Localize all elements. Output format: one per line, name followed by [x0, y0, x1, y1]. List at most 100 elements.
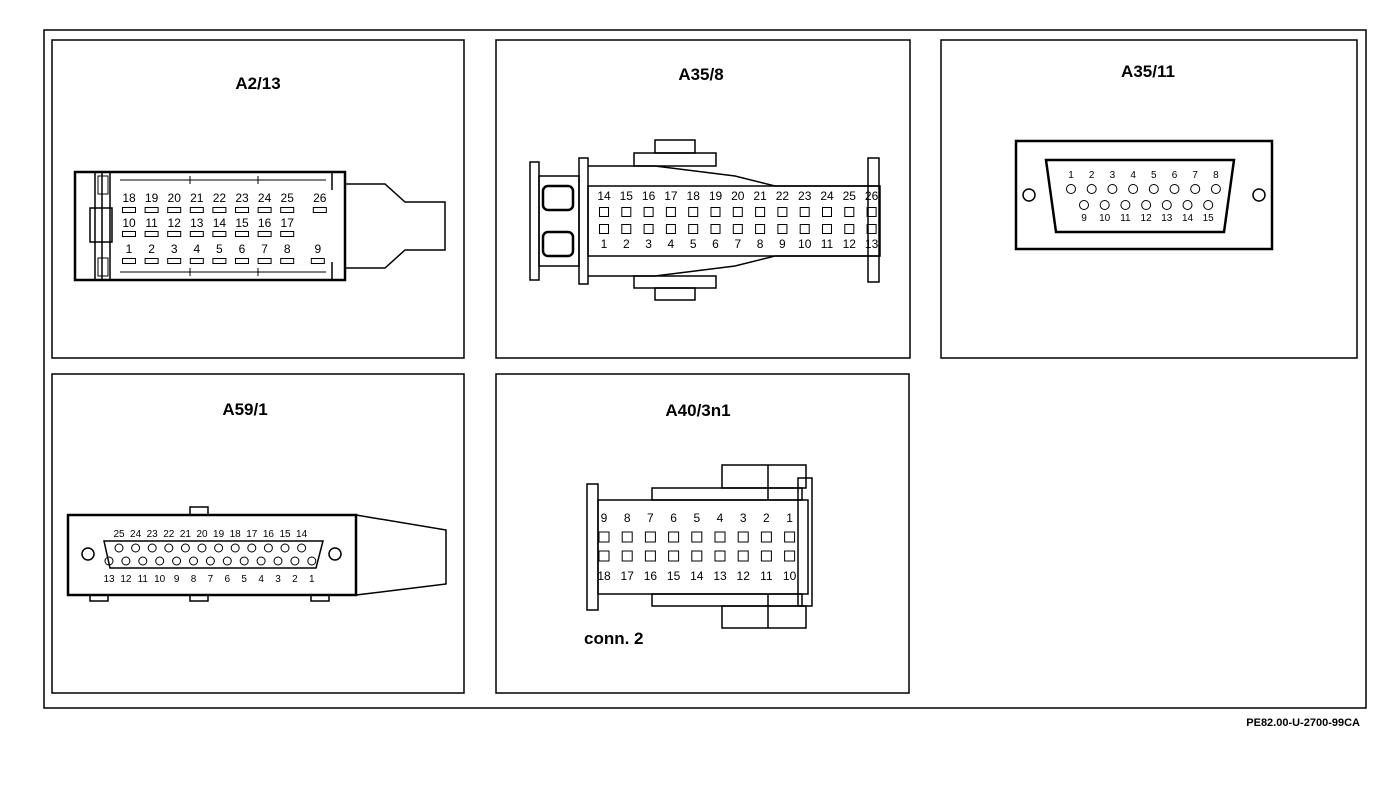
a35-8-contact [688, 207, 699, 217]
a35-8-contact [799, 207, 810, 217]
a35-8-contact [755, 207, 766, 217]
a59-1-pin-label: 2 [292, 574, 298, 585]
a35-8-pin-label: 24 [820, 189, 834, 203]
a59-1-screw-right [328, 547, 342, 561]
a35-11-pin-label: 10 [1099, 213, 1111, 224]
a40-3n1-pin-label: 3 [740, 511, 747, 525]
a59-1-contact [114, 543, 124, 553]
a40-3n1-contact [760, 550, 772, 562]
a35-8-pin-label: 3 [645, 237, 652, 251]
connector-a40-3n1-drawing [586, 464, 813, 629]
a35-11-pin-label: 6 [1172, 170, 1178, 181]
a35-11-screw-right [1252, 188, 1266, 202]
a35-11-pin-label: 8 [1213, 170, 1219, 181]
a2-13-contact [280, 207, 295, 213]
a35-11-housing [1014, 139, 1274, 251]
a40-3n1-contact [784, 531, 796, 543]
a2-13-contact [310, 258, 325, 264]
a2-13-contact [167, 207, 182, 213]
a35-8-pin-label: 10 [798, 237, 812, 251]
a35-8-contact [599, 207, 609, 217]
panel-a35-8-frame [495, 39, 911, 359]
a2-13-pin-label: 18 [122, 191, 136, 205]
a59-1-pin-label: 18 [230, 529, 242, 540]
a2-13-contact [280, 231, 295, 237]
a59-1-pin-label: 16 [263, 529, 275, 540]
a35-11-pin-label: 5 [1151, 170, 1157, 181]
a35-11-pin-label: 3 [1110, 170, 1116, 181]
a59-1-contact [138, 556, 148, 566]
a35-8-pin-label: 7 [734, 237, 741, 251]
connector-a35-8-drawing [529, 139, 881, 301]
a40-3n1-pin-label: 10 [783, 569, 797, 583]
a40-3n1-pin-label: 12 [737, 569, 751, 583]
a2-13-pin-label: 2 [148, 242, 155, 256]
a35-11-contact [1128, 184, 1139, 194]
a35-8-contact [755, 224, 766, 234]
a2-13-pin-label: 11 [145, 216, 158, 230]
a2-13-contact [167, 231, 182, 237]
a35-11-pin-label: 1 [1068, 170, 1074, 181]
a2-13-contact [122, 231, 136, 237]
a2-13-tail [345, 183, 446, 269]
a35-11-contact [1086, 184, 1097, 194]
a40-3n1-contact [737, 531, 749, 543]
a2-13-pin-label: 25 [281, 191, 295, 205]
a40-3n1-pin-label: 4 [717, 511, 724, 525]
a35-8-pin-label: 14 [597, 189, 611, 203]
a35-8-contact [732, 224, 743, 234]
a59-1-contact [239, 556, 249, 566]
a2-13-contact [189, 231, 204, 237]
a35-11-pin-label: 4 [1130, 170, 1136, 181]
a35-11-screw-left [1022, 188, 1036, 202]
a2-13-contact [122, 207, 136, 213]
figure-reference-code: PE82.00-U-2700-99CA [1246, 717, 1360, 729]
a35-11-pin-label: 12 [1141, 213, 1153, 224]
a40-3n1-pin-label: 5 [693, 511, 700, 525]
panel-a35-11-label: A35/11 [1121, 62, 1175, 81]
a40-3n1-contact [621, 531, 633, 543]
a2-13-pin-label: 8 [284, 242, 291, 256]
a35-8-contact [822, 207, 832, 217]
a40-3n1-pin-label: 9 [601, 511, 608, 525]
a35-8-pin-block [587, 185, 881, 257]
a59-1-pin-label: 4 [258, 574, 264, 585]
a2-13-pin-label: 15 [235, 216, 249, 230]
a2-13-contact [189, 258, 204, 264]
a35-11-pin-label: 11 [1120, 213, 1131, 224]
a59-1-pin-label: 19 [213, 529, 225, 540]
a35-8-pin-label: 4 [668, 237, 675, 251]
panel-a40-3n1-label: A40/3n1 [665, 401, 730, 420]
panel-a2-13-frame [51, 39, 465, 359]
a40-3n1-contact [621, 550, 633, 562]
a59-1-pin-label: 8 [191, 574, 197, 585]
a40-3n1-contact [784, 550, 796, 562]
a35-8-contact [844, 224, 855, 234]
a35-11-contact [1079, 200, 1089, 210]
a2-13-pin-label: 23 [235, 191, 249, 205]
a2-13-pin-label: 7 [261, 242, 268, 256]
a2-13-contact [189, 207, 204, 213]
a2-13-contact [144, 207, 159, 213]
a59-1-contact [307, 556, 317, 566]
a35-11-contact [1203, 200, 1214, 210]
a59-1-pin-label: 1 [309, 574, 315, 585]
a40-3n1-pin-label: 7 [647, 511, 654, 525]
a2-13-pin-label: 6 [239, 242, 246, 256]
a35-8-contact [643, 207, 654, 217]
a35-11-pin-label: 13 [1161, 213, 1173, 224]
a59-1-pin-label: 5 [241, 574, 247, 585]
panel-a59-1-label: A59/1 [222, 400, 267, 419]
a35-8-pin-label: 26 [865, 189, 879, 203]
a59-1-pin-label: 14 [296, 529, 308, 540]
a59-1-contact [256, 556, 266, 566]
a35-11-contact [1190, 184, 1201, 194]
a2-13-pin-label: 1 [126, 242, 133, 256]
a2-13-contact [144, 258, 159, 264]
a2-13-contact [144, 231, 159, 237]
a35-8-contact [665, 207, 676, 217]
a35-8-pin-label: 20 [731, 189, 745, 203]
